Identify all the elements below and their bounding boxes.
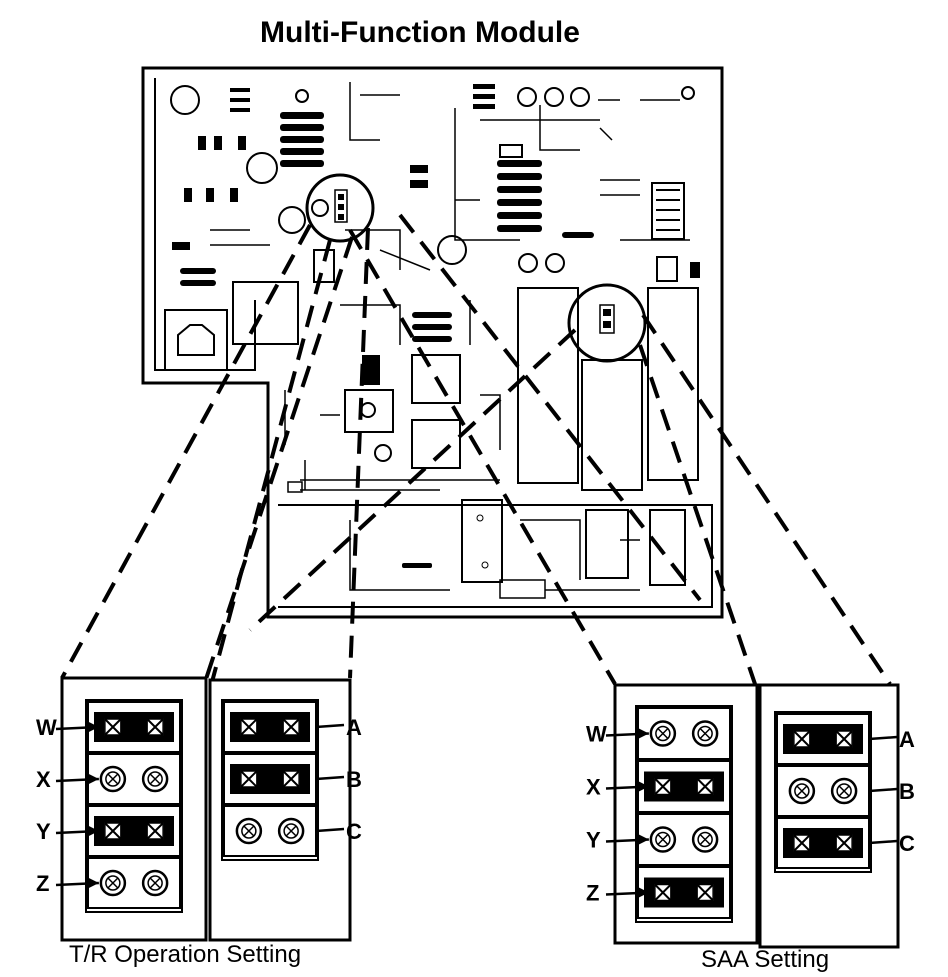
jumper-label-y: Y [36,819,51,844]
jumper-label-b: B [899,779,915,804]
jumper-panel: W X Y Z [586,683,759,945]
jumper-label-w: W [36,715,57,740]
caption-saa: SAA Setting [701,946,829,973]
jumper-row-y: Y [36,805,181,857]
jumper-label-x: X [586,775,601,800]
ic-chip [647,287,699,481]
phone-jack [164,309,228,371]
capacitor [278,206,306,234]
capacitor [246,152,278,184]
jumper-label-b: B [346,767,362,792]
jumper-row-w: W [36,701,181,753]
ic-chip [411,419,461,469]
diagram-title: Multi-Function Module [260,16,580,49]
ic-chip [585,509,629,579]
jumper-label-a: A [899,727,915,752]
leader-lines [60,213,892,686]
ic-chip [649,509,686,586]
jumper-row-b: B [223,753,362,805]
jumper-panel: W X Y Z [36,676,208,942]
capacitor [437,235,467,265]
ic-chip [344,389,394,433]
jumper-label-y: Y [586,828,601,853]
jumper-row-c: C [776,817,915,869]
jumper-row-y: Y [586,813,731,866]
jumper-label-z: Z [36,871,49,896]
jumper-panel: A B C [208,678,362,942]
jumper-row-z: Z [586,866,731,919]
jumper-row-b: B [776,765,915,817]
jumper-location-circle [567,283,647,363]
jumper-location-circle [305,173,375,243]
jumper-label-c: C [899,831,915,856]
jumper-row-a: A [776,713,915,765]
transformer [651,182,685,240]
jumper-row-x: X [36,753,181,805]
ic-chip [411,354,461,404]
board-outline [141,66,724,619]
capacitor [170,85,200,115]
ic-chip [517,287,579,484]
jumper-row-a: A [223,701,362,753]
jumper-panel: A B C [758,683,915,949]
jumper-row-z: Z [36,857,181,909]
jumper-label-w: W [586,722,607,747]
jumper-row-c: C [223,805,362,857]
jumper-label-x: X [36,767,51,792]
jumper-panels: W X Y Z A B C W X Y Z A B C [36,676,915,949]
ic-chip [232,281,299,345]
jumper-row-w: W [586,707,731,760]
jumper-label-c: C [346,819,362,844]
jumper-label-a: A [346,715,362,740]
ic-chip [461,499,503,583]
jumper-row-x: X [586,760,731,813]
jumper-label-z: Z [586,881,599,906]
circuit-board [141,66,724,619]
caption-tr-operation: T/R Operation Setting [69,941,301,968]
ic-chip [581,359,643,491]
